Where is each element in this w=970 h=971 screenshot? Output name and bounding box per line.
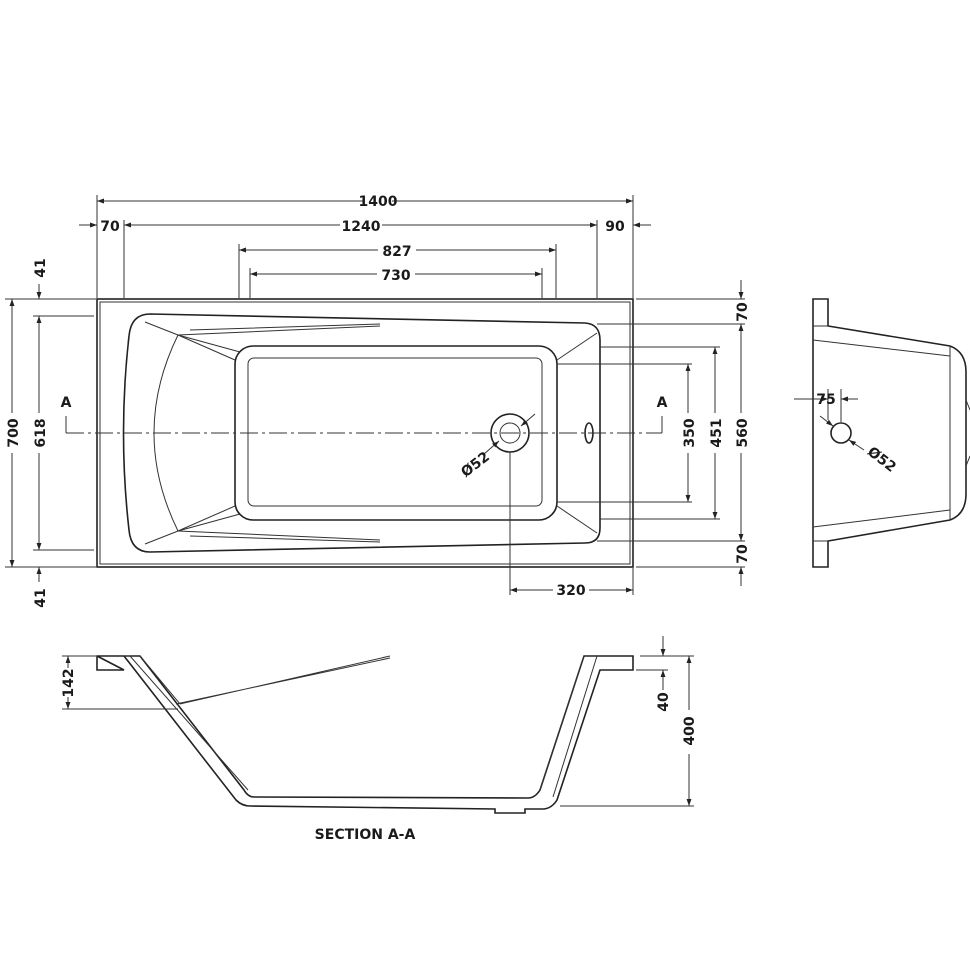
- plan-view: A A 1400 70 1240 90 827 730 700: [5, 194, 751, 608]
- dim-overall-length: 1400: [359, 194, 398, 210]
- dim-right-rim: 90: [605, 219, 625, 235]
- end-view: 75 Ø52: [794, 298, 970, 568]
- dim-rim-height: 40: [656, 692, 672, 712]
- section-title: SECTION A-A: [315, 827, 416, 843]
- dim-left-rim: 70: [100, 219, 120, 235]
- dim-floor-width: 350: [682, 418, 698, 447]
- dim-overflow-diameter: Ø52: [864, 444, 899, 476]
- dim-overall-height: 400: [682, 716, 698, 745]
- plan-backrest-lines: [177, 323, 381, 543]
- end-view-inner-line: [812, 325, 951, 542]
- end-view-lip: [965, 399, 970, 467]
- dim-top-rim-offset: 41: [33, 258, 49, 277]
- dim-rim-depth: 142: [61, 668, 77, 697]
- section-marker-left: A: [61, 395, 72, 411]
- dim-waste-diameter: Ø52: [458, 449, 493, 481]
- end-view-outline: [812, 298, 967, 568]
- dim-bottom-rim-offset: 41: [33, 588, 49, 607]
- dim-waste-offset: 320: [556, 583, 585, 599]
- section-inner-lines: [124, 655, 598, 798]
- plan-basin-outline: [122, 313, 601, 553]
- section-marker-right: A: [657, 395, 668, 411]
- end-view-overflow: [830, 422, 852, 444]
- plan-floor-corner-lines: [177, 332, 598, 534]
- dim-inner-length: 1240: [342, 219, 381, 235]
- dim-top-right-rim: 70: [735, 302, 751, 322]
- dim-inner-width: 618: [33, 418, 49, 447]
- dim-overall-width: 700: [6, 418, 22, 447]
- dim-basin-length-top: 827: [382, 244, 411, 260]
- dim-basin-width: 451: [709, 418, 725, 447]
- section-view: 142 40 400 SECTION A-A: [61, 636, 698, 843]
- plan-waste-inner: [499, 422, 521, 444]
- plan-floor-inner: [247, 357, 543, 507]
- dim-overflow-offset: 75: [816, 392, 835, 408]
- dim-rim-width: 560: [735, 418, 751, 447]
- dim-bottom-right-rim: 70: [735, 544, 751, 564]
- section-outline: [96, 655, 634, 814]
- dim-basin-length-floor: 730: [381, 268, 410, 284]
